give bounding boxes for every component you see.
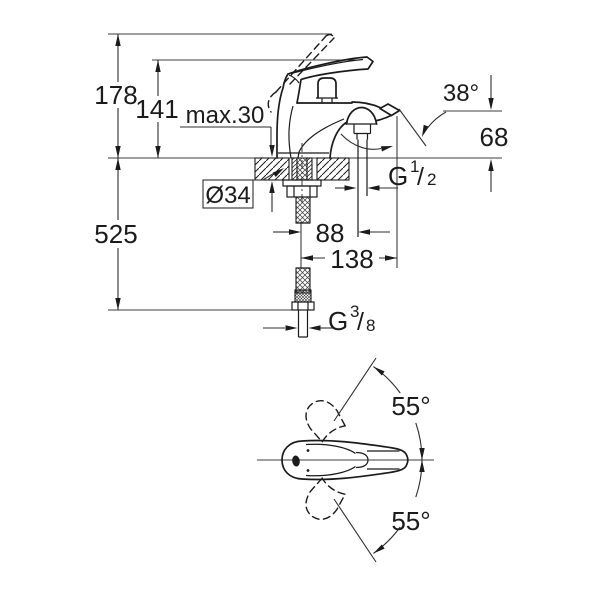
handle-swung-up-dashed [305,399,347,443]
dim-deck-thickness: max.30 [186,102,265,129]
dimension-max30: max.30 [180,102,275,212]
dim-swing-upper: 55° [391,391,430,421]
dim-aerator-angle: 38° [443,80,479,107]
dimension-68: 68 [480,75,509,192]
thread-supply-slash: / [357,308,364,336]
dim-center-to-outlet: 88 [316,218,345,248]
dimension-141: 141 [135,60,179,158]
dimension-178: 178 [94,34,138,158]
thread-shower-letter: G [388,161,408,191]
dimension-hole-diameter: Ø34 [202,168,284,209]
handle-swung-down-dashed [305,477,347,521]
dim-spout-projection: 138 [330,244,373,274]
mounting-deck-section [254,157,350,224]
dimension-138: 138 [301,244,397,274]
thread-shower-slash: / [417,163,424,191]
dim-hole-diameter: Ø34 [205,182,250,209]
dimension-88: 88 [273,218,390,248]
thread-supply-denominator: 8 [366,316,375,335]
dim-outlet-height: 68 [480,122,509,152]
thread-g-three-eighths: G 3 / 8 [263,302,375,336]
handle-dot-hole [292,455,300,467]
supply-hose-end [291,267,315,338]
thread-supply-numerator: 3 [350,302,359,321]
top-view-handle [257,399,434,521]
dimension-55deg-lower: 55° [333,459,431,563]
diverter-knob [316,77,338,103]
thread-g-half: G 1 / 2 [335,157,436,191]
dim-total-height: 178 [94,80,137,110]
dim-hose-length: 525 [94,219,137,249]
thread-shower-denominator: 2 [427,170,436,189]
dimension-55deg-upper: 55° [333,357,431,461]
dimension-525: 525 [94,158,138,310]
shower-outlet-port [345,106,378,237]
side-view-faucet [267,33,401,237]
dimension-38deg: 38° [340,80,479,152]
dim-lever-height: 141 [135,94,178,124]
dim-swing-lower: 55° [391,506,430,536]
thread-supply-letter: G [328,306,348,336]
thread-shower-numerator: 1 [410,157,419,176]
raised-lever-dashed [267,33,335,113]
